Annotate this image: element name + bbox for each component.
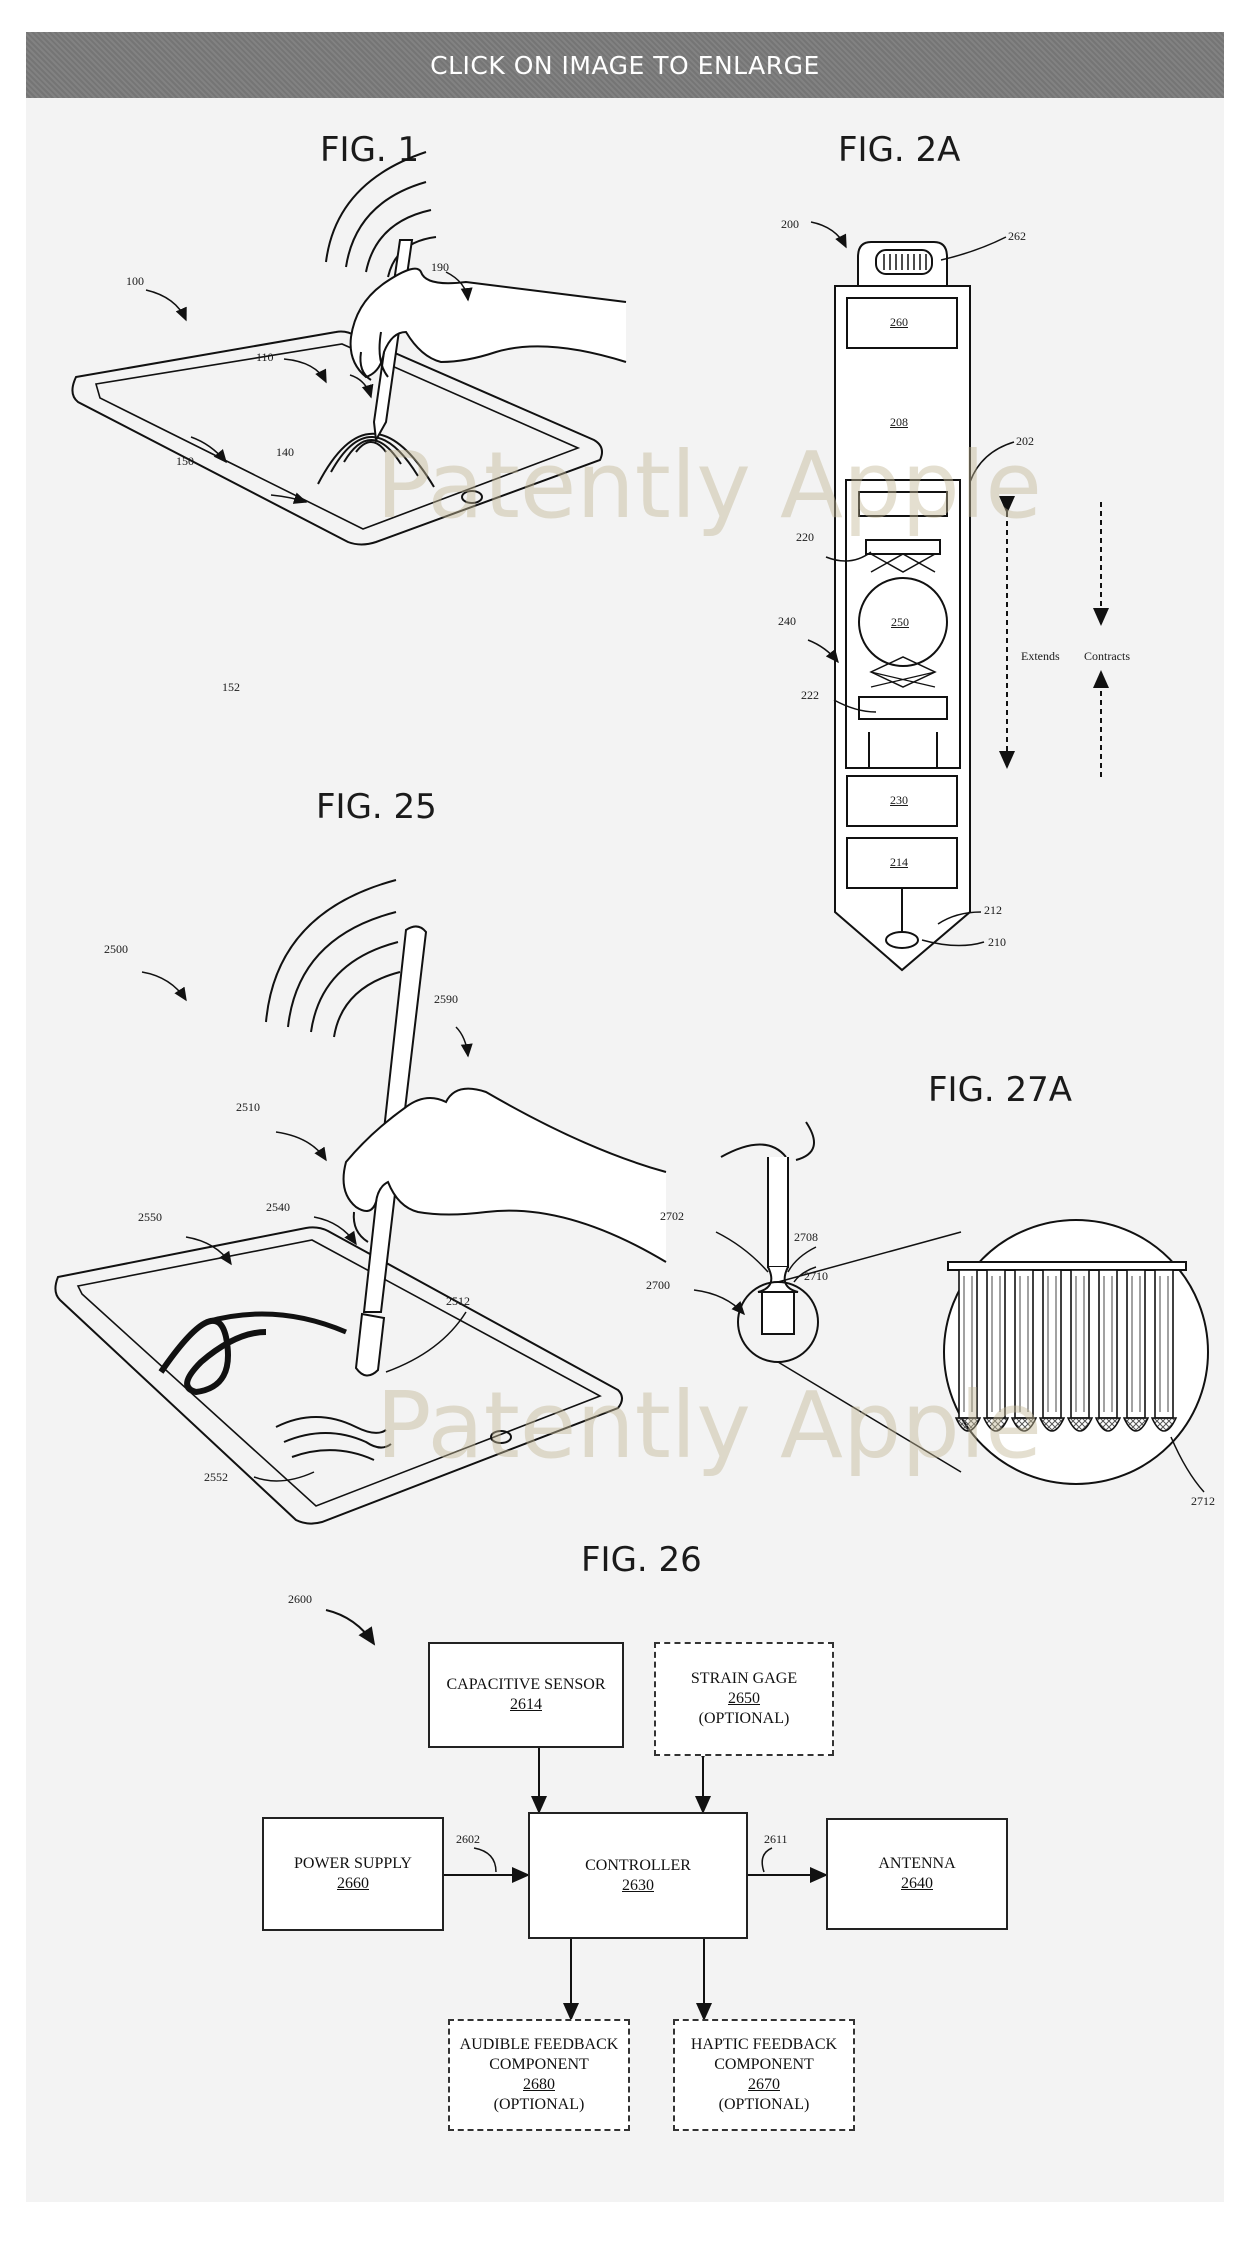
capacitive-sensor-box: CAPACITIVE SENSOR 2614: [428, 1642, 624, 1748]
ref-2712: 2712: [1191, 1494, 1215, 1508]
antenna-box: ANTENNA 2640: [826, 1818, 1008, 1930]
ref-2600: 2600: [288, 1592, 312, 1606]
ref-140: 140: [276, 445, 294, 459]
haptic-feedback-note: (OPTIONAL): [718, 2096, 810, 2113]
ref-2512: 2512: [446, 1294, 470, 1308]
ref-222: 222: [801, 688, 819, 702]
ref-210: 210: [988, 935, 1006, 949]
fig25-drawing: [54, 879, 667, 1525]
ref-150: 150: [176, 454, 194, 468]
ref-240: 240: [778, 614, 796, 628]
line-drawings: [54, 151, 1209, 2021]
capacitive-sensor-name: CAPACITIVE SENSOR: [446, 1676, 606, 1693]
ref-262: 262: [1008, 229, 1026, 243]
ref-2540: 2540: [266, 1200, 290, 1214]
audible-feedback-name2: COMPONENT: [489, 2056, 589, 2073]
patent-image-panel[interactable]: CLICK ON IMAGE TO ENLARGE FIG. 1: [26, 32, 1224, 2202]
ref-250: 250: [891, 615, 909, 629]
power-supply-name: POWER SUPPLY: [294, 1855, 412, 1872]
ref-2500: 2500: [104, 942, 128, 956]
power-supply-box: POWER SUPPLY 2660: [262, 1817, 444, 1931]
fig2a-label: FIG. 2A: [838, 130, 961, 170]
enlarge-banner-text: CLICK ON IMAGE TO ENLARGE: [430, 50, 820, 80]
ref-2708: 2708: [794, 1230, 818, 1244]
antenna-name: ANTENNA: [878, 1855, 956, 1872]
audible-feedback-note: (OPTIONAL): [493, 2096, 585, 2113]
enlarge-banner[interactable]: CLICK ON IMAGE TO ENLARGE: [26, 32, 1224, 98]
fig26-label: FIG. 26: [581, 1540, 702, 1580]
ref-2550: 2550: [138, 1210, 162, 1224]
fig27a-drawing: [720, 1121, 1209, 1485]
strain-gage-name: STRAIN GAGE: [690, 1670, 798, 1687]
fig25-label: FIG. 25: [316, 787, 437, 827]
fig1-drawing: [71, 151, 627, 546]
strain-gage-box: STRAIN GAGE 2650 (OPTIONAL): [654, 1642, 834, 1756]
fig1-label: FIG. 1: [320, 130, 420, 170]
capacitive-sensor-num: 2614: [510, 1696, 542, 1713]
ref-2710: 2710: [804, 1269, 828, 1283]
strain-gage-note: (OPTIONAL): [698, 1710, 790, 1727]
ref-230: 230: [890, 793, 908, 807]
ref-2590: 2590: [434, 992, 458, 1006]
ref-100: 100: [126, 274, 144, 288]
haptic-feedback-name2: COMPONENT: [714, 2056, 814, 2073]
ref-214: 214: [890, 855, 908, 869]
ref-2700: 2700: [646, 1278, 670, 1292]
fig2a-drawing: [834, 241, 971, 972]
ref-220: 220: [796, 530, 814, 544]
contracts-label: Contracts: [1084, 649, 1130, 663]
ref-2510: 2510: [236, 1100, 260, 1114]
ref-2602: 2602: [456, 1832, 480, 1846]
antenna-num: 2640: [901, 1875, 933, 1892]
controller-box: CONTROLLER 2630: [528, 1812, 748, 1939]
ref-2702: 2702: [660, 1209, 684, 1223]
ref-260: 260: [890, 315, 908, 329]
ref-212: 212: [984, 903, 1002, 917]
haptic-feedback-num: 2670: [748, 2076, 780, 2093]
audible-feedback-num: 2680: [523, 2076, 555, 2093]
fig27a-label: FIG. 27A: [928, 1070, 1073, 1110]
controller-num: 2630: [622, 1876, 654, 1894]
audible-feedback-name1: AUDIBLE FEEDBACK: [459, 2036, 619, 2053]
ref-208: 208: [890, 415, 908, 429]
ref-2611: 2611: [764, 1832, 788, 1846]
strain-gage-num: 2650: [728, 1690, 760, 1707]
ref-152: 152: [222, 680, 240, 694]
haptic-feedback-name1: HAPTIC FEEDBACK: [690, 2036, 838, 2053]
controller-name: CONTROLLER: [585, 1856, 691, 1874]
power-supply-num: 2660: [337, 1875, 369, 1892]
ref-190: 190: [431, 260, 449, 274]
audible-feedback-box: AUDIBLE FEEDBACK COMPONENT 2680 (OPTIONA…: [448, 2019, 630, 2131]
ref-202: 202: [1016, 434, 1034, 448]
ref-110: 110: [256, 350, 274, 364]
ref-200: 200: [781, 217, 799, 231]
ref-2552: 2552: [204, 1470, 228, 1484]
haptic-feedback-box: HAPTIC FEEDBACK COMPONENT 2670 (OPTIONAL…: [673, 2019, 855, 2131]
extends-label: Extends: [1021, 649, 1060, 663]
